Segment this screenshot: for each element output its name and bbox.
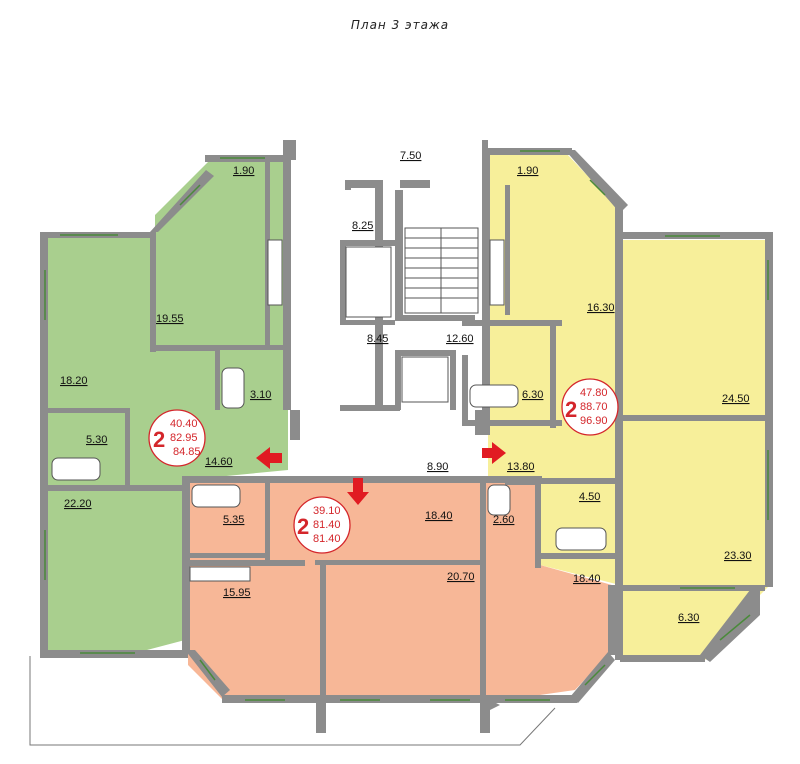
area-label: 5.35	[223, 514, 244, 526]
badge-green-balcony: 84.85	[173, 446, 201, 458]
badge-yellow[interactable]: 2 47.80 88.70 96.90	[561, 378, 619, 436]
area-label: 7.50	[400, 150, 421, 162]
area-label: 2.60	[493, 514, 514, 526]
bathtub-green-2	[51, 457, 101, 481]
staircase	[404, 227, 479, 314]
badge-salmon-living: 39.10	[313, 505, 341, 517]
terrace-outline	[29, 656, 556, 746]
area-label: 14.60	[205, 456, 233, 468]
area-label: 6.30	[522, 389, 543, 401]
badge-salmon-balcony: 81.40	[313, 533, 341, 545]
area-label: 18.20	[60, 375, 88, 387]
elevator-1	[345, 246, 392, 318]
bathtub-green-1	[221, 367, 245, 409]
arrow-right-icon	[482, 442, 506, 464]
area-label: 16.30	[587, 302, 615, 314]
bathtub-salmon-2	[487, 484, 511, 516]
area-label: 24.50	[722, 393, 750, 405]
room-areas: 7.50 1.90 1.90 8.25 19.55 16.30 8.45 12.…	[60, 150, 752, 624]
bathtub-salmon-1	[191, 484, 241, 508]
area-label: 23.30	[724, 550, 752, 562]
badge-salmon-rooms: 2	[297, 514, 309, 539]
apartment-salmon[interactable]	[188, 480, 612, 702]
area-label: 15.95	[223, 587, 251, 599]
area-label: 6.30	[678, 612, 699, 624]
badge-salmon[interactable]: 2 39.10 81.40 81.40	[293, 496, 351, 554]
elevator-2	[401, 356, 449, 403]
green-kitchen-counter	[267, 239, 283, 306]
badge-salmon-total: 81.40	[313, 519, 341, 531]
badge-green[interactable]: 2 40.40 82.95 84.85	[148, 409, 206, 467]
salmon-kitchen-counter	[189, 566, 251, 582]
badge-green-living: 40.40	[170, 418, 198, 430]
area-label: 13.80	[507, 461, 535, 473]
badge-green-circle	[148, 409, 206, 467]
area-label: 5.30	[86, 434, 107, 446]
area-label: 8.25	[352, 220, 373, 232]
arrow-down-icon	[347, 478, 369, 505]
entrance-arrows	[256, 442, 506, 505]
plan-title: План 3 этажа	[350, 18, 450, 32]
area-label: 12.60	[446, 333, 474, 345]
badge-yellow-circle	[561, 378, 619, 436]
area-label: 8.90	[427, 461, 448, 473]
area-label: 1.90	[233, 165, 254, 177]
fixtures	[51, 239, 607, 582]
badge-salmon-circle	[293, 496, 351, 554]
badge-yellow-living: 47.80	[580, 387, 608, 399]
badge-yellow-total: 88.70	[580, 401, 608, 413]
badge-yellow-balcony: 96.90	[580, 415, 608, 427]
arrow-left-icon	[256, 447, 282, 469]
badge-yellow-rooms: 2	[565, 397, 577, 422]
area-label: 18.40	[573, 573, 601, 585]
area-label: 3.10	[250, 389, 271, 401]
area-label: 1.90	[517, 165, 538, 177]
salmon-fill	[188, 480, 612, 702]
area-label: 20.70	[447, 571, 475, 583]
area-label: 8.45	[367, 333, 388, 345]
green-fill	[45, 160, 288, 655]
bathtub-yellow-2	[555, 527, 607, 551]
yellow-kitchen-counter	[489, 239, 505, 306]
badge-green-rooms: 2	[153, 427, 165, 452]
area-label: 4.50	[579, 491, 600, 503]
windows	[44, 150, 769, 701]
area-label: 22.20	[64, 498, 92, 510]
badge-green-total: 82.95	[170, 432, 198, 444]
bathtub-yellow-1	[469, 384, 519, 408]
area-label: 18.40	[425, 510, 453, 522]
area-label: 19.55	[156, 313, 184, 325]
